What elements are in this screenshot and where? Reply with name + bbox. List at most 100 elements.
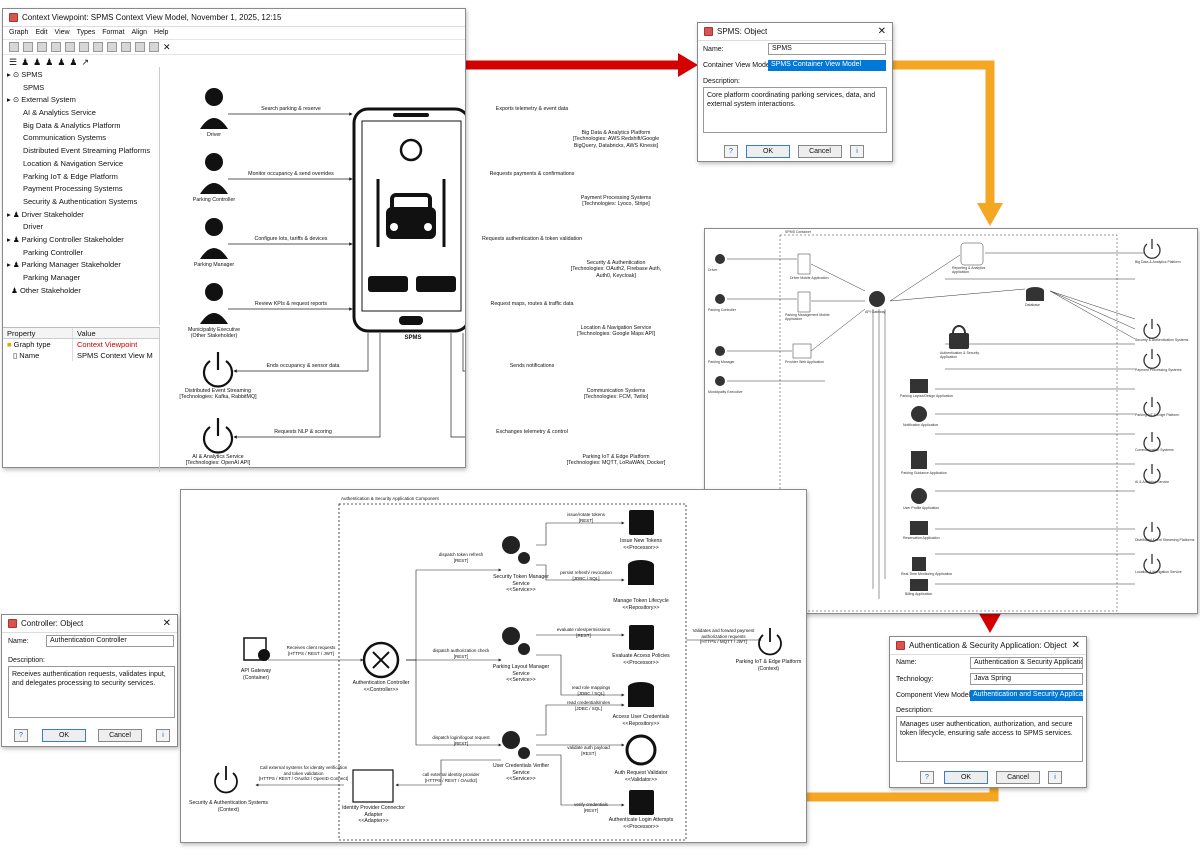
name-field[interactable]: SPMS — [768, 43, 886, 55]
external-system[interactable]: AI & Analytics Service — [1135, 480, 1170, 484]
authenticate-login-attempts[interactable]: Authenticate Login Attempts<<Processor>> — [608, 817, 674, 830]
ok-button[interactable]: OK — [746, 145, 790, 158]
info-button[interactable]: i — [1048, 771, 1062, 784]
tree-item[interactable]: ▸ ♟ Driver Stakeholder — [7, 209, 84, 219]
undo-icon[interactable] — [79, 42, 89, 52]
technology-select[interactable]: Java Spring — [970, 673, 1083, 685]
stakeholder-icon-4[interactable]: ♟ — [45, 57, 54, 67]
description-textarea[interactable]: Receives authentication requests, valida… — [8, 666, 175, 718]
fit-icon[interactable] — [149, 42, 159, 52]
paste-icon[interactable] — [65, 42, 75, 52]
rect-icon[interactable] — [135, 42, 145, 52]
auth-request-validator[interactable]: Auth Request Validator<<Validator>> — [614, 770, 668, 783]
container-node[interactable]: Parking Controller — [708, 308, 737, 312]
container-node[interactable]: Reservation Application — [903, 536, 940, 540]
prop-row[interactable]: ▯ Name SPMS Context View M — [3, 350, 159, 361]
menu-format[interactable]: Format — [102, 29, 125, 36]
prop-row[interactable]: ■ Graph type Context Viewpoint — [3, 339, 159, 350]
select-icon[interactable] — [107, 42, 117, 52]
name-field[interactable]: Authentication & Security Application — [970, 657, 1083, 669]
help-button[interactable]: ? — [14, 729, 28, 742]
external-system[interactable]: Security & Authentication Systems — [1135, 338, 1189, 342]
stakeholder-icon-1[interactable]: ☰ — [9, 57, 18, 67]
menu-types[interactable]: Types — [76, 29, 96, 36]
tree-item[interactable]: Parking IoT & Edge Platform — [23, 171, 118, 181]
external-system[interactable]: Distributed Event Streaming Platforms — [1135, 538, 1195, 542]
tree-item[interactable]: ▸ ⊙ External System — [7, 95, 76, 105]
evaluate-access-policies[interactable]: Evaluate Access Policies<<Processor>> — [612, 653, 670, 666]
ok-button[interactable]: OK — [944, 771, 988, 784]
external-system[interactable]: Big Data & Analytics Platform — [1135, 260, 1181, 264]
info-button[interactable]: i — [156, 729, 170, 742]
system-parking-iot[interactable]: Parking IoT & Edge Platform[Technologies… — [566, 454, 666, 467]
parking-layout-manager-service[interactable]: Parking Layout Manager Service<<Service>… — [492, 664, 550, 683]
redo-icon[interactable] — [93, 42, 103, 52]
system-ai-analytics[interactable]: AI & Analytics Service[Technologies: Ope… — [185, 454, 251, 467]
copy-icon[interactable] — [51, 42, 61, 52]
menu-edit[interactable]: Edit — [35, 29, 48, 36]
container-node[interactable]: Real-Time Monitoring Application — [901, 572, 953, 576]
description-textarea[interactable]: Manages user authentication, authorizati… — [896, 716, 1083, 762]
container-node[interactable]: Municipality Executive — [708, 390, 743, 394]
access-user-credentials[interactable]: Access User Credentials<<Repository>> — [612, 714, 670, 727]
container-node[interactable]: Parking Guidance Application — [901, 471, 947, 475]
container-node[interactable]: Parking Layout/Design Application — [900, 394, 954, 398]
tree-item[interactable]: Communication Systems — [23, 133, 106, 143]
component-view-model-field[interactable]: Authentication and Security Application — [970, 690, 1083, 701]
description-textarea[interactable]: Core platform coordinating parking servi… — [703, 87, 887, 133]
issue-new-tokens[interactable]: Issue New Tokens<<Processor>> — [620, 538, 662, 551]
tree-item[interactable]: Location & Navigation Service — [23, 158, 124, 168]
external-system[interactable]: Payment Processing Systems — [1135, 368, 1182, 372]
actor-driver[interactable]: Driver — [206, 132, 222, 138]
link-arrow-icon[interactable]: ↗ — [81, 57, 90, 67]
tree-item[interactable]: Parking Controller — [23, 247, 84, 257]
container-node[interactable]: Provider Web Application — [785, 360, 825, 364]
cut-icon[interactable] — [37, 42, 47, 52]
security-authentication-systems[interactable]: Security & Authentication Systems(Contex… — [188, 800, 268, 813]
new-icon[interactable] — [9, 42, 19, 52]
container-node[interactable]: Authentication & Security Application — [940, 351, 980, 359]
actor-parking-manager[interactable]: Parking Manager — [193, 262, 235, 268]
system-big-data[interactable]: Big Data & Analytics Platform[Technologi… — [572, 130, 660, 149]
tree-item[interactable]: AI & Analytics Service — [23, 108, 96, 118]
authentication-controller[interactable]: Authentication Controller<<Controller>> — [352, 680, 410, 693]
container-node[interactable]: Billing Application — [905, 592, 933, 596]
name-field[interactable]: Authentication Controller — [46, 635, 174, 647]
system-security-auth[interactable]: Security & Authentication[Technologies: … — [570, 260, 662, 279]
menu-view[interactable]: View — [54, 29, 70, 36]
menu-graph[interactable]: Graph — [9, 29, 29, 36]
context-diagram-canvas[interactable]: SPMS Driver Parking Controller Parking M… — [168, 67, 665, 472]
close-icon[interactable]: ✕ — [1071, 640, 1080, 651]
stakeholder-icon-5[interactable]: ♟ — [57, 57, 66, 67]
close-icon[interactable]: ✕ — [162, 618, 171, 629]
external-system[interactable]: Location & Navigation Service — [1135, 570, 1182, 574]
tree-item[interactable]: ▸ ♟ Parking Controller Stakeholder — [7, 234, 124, 244]
actor-municipality-executive[interactable]: Municipality Executive(Other Stakeholder… — [187, 327, 241, 340]
menu-help[interactable]: Help — [154, 29, 169, 36]
external-system[interactable]: Parking IoT & Edge Platform — [1135, 413, 1180, 417]
container-node[interactable]: Driver — [708, 268, 718, 272]
container-node[interactable]: Reporting & Analytics Application — [952, 266, 986, 274]
actor-parking-controller[interactable]: Parking Controller — [192, 197, 236, 203]
tree-item[interactable]: Security & Authentication Systems — [23, 196, 138, 206]
delete-icon[interactable]: ✕ — [163, 42, 171, 52]
zoom-icon[interactable] — [121, 42, 131, 52]
user-credentials-verifier-service[interactable]: User Credentials Verifier Service<<Servi… — [492, 763, 550, 782]
tree-item[interactable]: Driver — [23, 222, 43, 232]
tree-item[interactable]: Distributed Event Streaming Platforms — [23, 146, 151, 156]
close-icon[interactable]: ✕ — [877, 26, 886, 37]
tree-item[interactable]: SPMS — [23, 82, 45, 92]
parking-iot-edge-platform[interactable]: Parking IoT & Edge Platform(Context) — [735, 659, 802, 672]
container-node[interactable]: Database — [1025, 303, 1040, 307]
api-gateway[interactable]: API Gateway(Container) — [240, 668, 272, 681]
component-view-diagram[interactable]: Authentication & Security Application Co… — [180, 489, 807, 843]
system-payment[interactable]: Payment Processing Systems[Technologies:… — [580, 195, 652, 208]
tree-item[interactable]: ♟ Other Stakeholder — [7, 285, 81, 295]
identity-provider-connector-adapter[interactable]: Identity Provider Connector Adapter<<Ada… — [342, 805, 405, 824]
system-location-nav[interactable]: Location & Navigation Service[Technologi… — [576, 325, 656, 338]
help-button[interactable]: ? — [724, 145, 738, 158]
open-icon[interactable] — [23, 42, 33, 52]
menu-align[interactable]: Align — [131, 29, 148, 36]
container-node[interactable]: Driver Mobile Application — [790, 276, 829, 280]
stakeholder-icon-2[interactable]: ♟ — [21, 57, 30, 67]
